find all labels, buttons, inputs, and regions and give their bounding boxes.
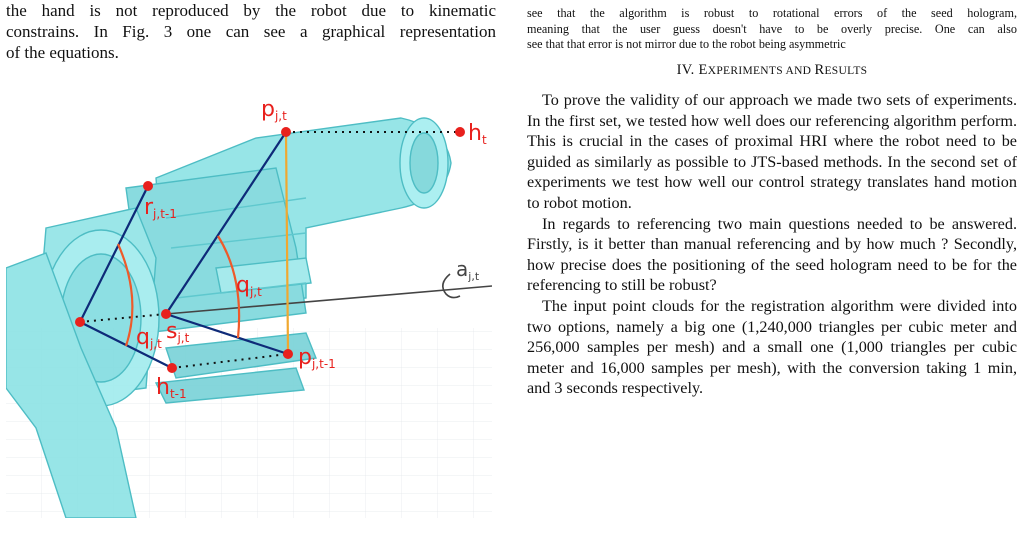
left-line-2: constrains. In Fig. 3 one can see a grap… [6,22,496,41]
label-q-jt-left: qj,t [136,325,162,351]
section-number: IV. [676,62,695,78]
point-center-left [75,317,85,327]
section-title-part-1: XPERIMENTS AND [707,65,815,77]
robot-hand-figure: pj,t ht rj,t-1 qj,t aj,t qj,t sj,t pj,t-… [5,97,493,519]
caption-line-3: see that that error is not mirror due to… [527,37,846,51]
label-q-jt-right: qj,t [236,273,262,299]
figure-caption-continuation: see that the algorithm is robust to rota… [527,6,1017,53]
paragraph-1: To prove the validity of our approach we… [527,91,1017,212]
robot-model [5,117,452,519]
point-s-jt [161,309,171,319]
label-h-t1: ht-1 [156,375,187,401]
point-p-jt [281,127,291,137]
label-a-jt: aj,t [456,257,480,283]
section-title-e: E [698,62,708,78]
label-h-t: ht [468,121,487,147]
left-line-1: the hand is not reproduced by the robot … [6,1,496,20]
angle-arc-right [217,235,241,339]
label-p-jt: pj,t [261,98,287,123]
point-h-t1 [167,363,177,373]
label-p-jt1: pj,t-1 [298,345,336,371]
left-column-text: the hand is not reproduced by the robot … [6,0,496,63]
caption-line-1: see that the algorithm is robust to rota… [527,6,1017,20]
label-s-jt: sj,t [166,319,190,345]
paragraph-3: The input point clouds for the registrat… [527,296,1017,398]
section-heading: IV. EXPERIMENTS AND RESULTS [527,62,1017,79]
axis-line [165,285,493,315]
rotation-symbol [442,273,461,299]
point-r-jt1 [143,181,153,191]
section-title-part-2: ESULTS [824,65,868,77]
points [75,127,465,373]
figure-svg: pj,t ht rj,t-1 qj,t aj,t qj,t sj,t pj,t-… [5,97,493,519]
section-body: To prove the validity of our approach we… [527,90,1017,399]
point-p-jt1 [283,349,293,359]
angle-arc-left [116,243,134,347]
section-title-r: R [814,62,825,78]
label-r-jt1: rj,t-1 [144,195,177,221]
projection-line [284,131,290,355]
paragraph-2: In regards to referencing two main quest… [527,214,1017,295]
left-line-3: of the equations. [6,43,119,62]
dotted-line-mid [79,313,167,323]
caption-line-2: meaning that the user guess doesn't have… [527,21,1017,36]
point-h-t [455,127,465,137]
